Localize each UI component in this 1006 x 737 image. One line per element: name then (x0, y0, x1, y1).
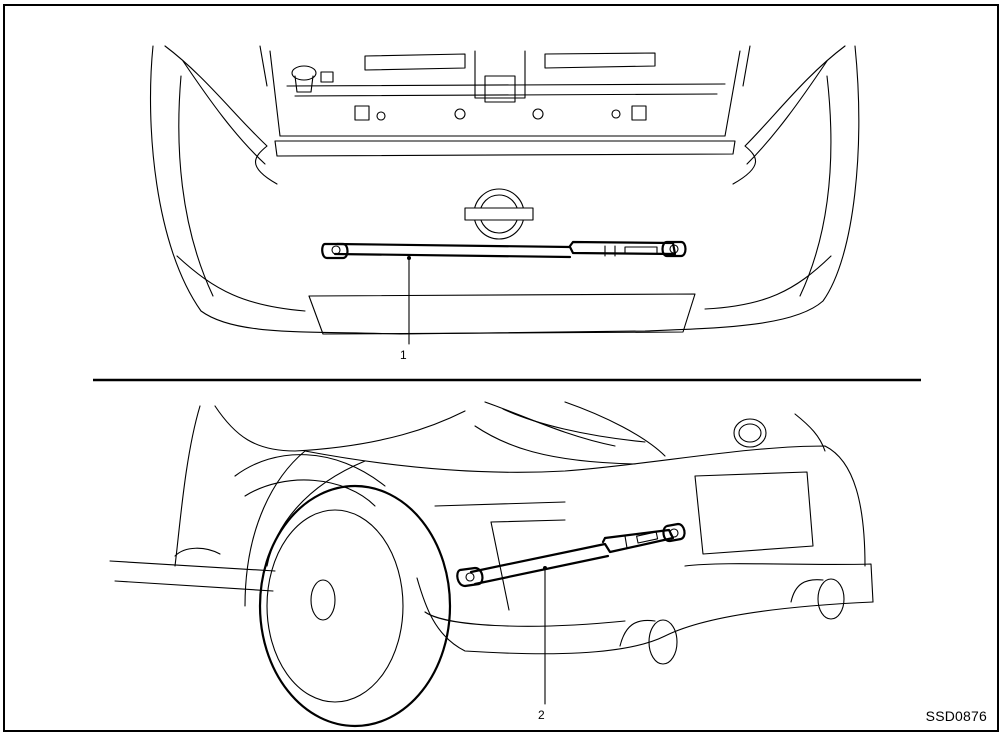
strut-bar-bottom (456, 522, 686, 588)
figure-code: SSD0876 (925, 708, 987, 724)
illustration-frame: 1 2 SSD0876 (3, 4, 999, 732)
rear-wheel (234, 454, 452, 728)
strut-bar-top (321, 240, 687, 260)
front-view-car-body (149, 45, 860, 335)
illustration-canvas (93, 45, 921, 728)
callout-2-leader (543, 566, 547, 705)
callout-1-label: 1 (400, 348, 407, 362)
callout-2-label: 2 (538, 708, 545, 722)
callout-1-leader (407, 256, 411, 345)
rear-view-car-body (109, 401, 874, 665)
